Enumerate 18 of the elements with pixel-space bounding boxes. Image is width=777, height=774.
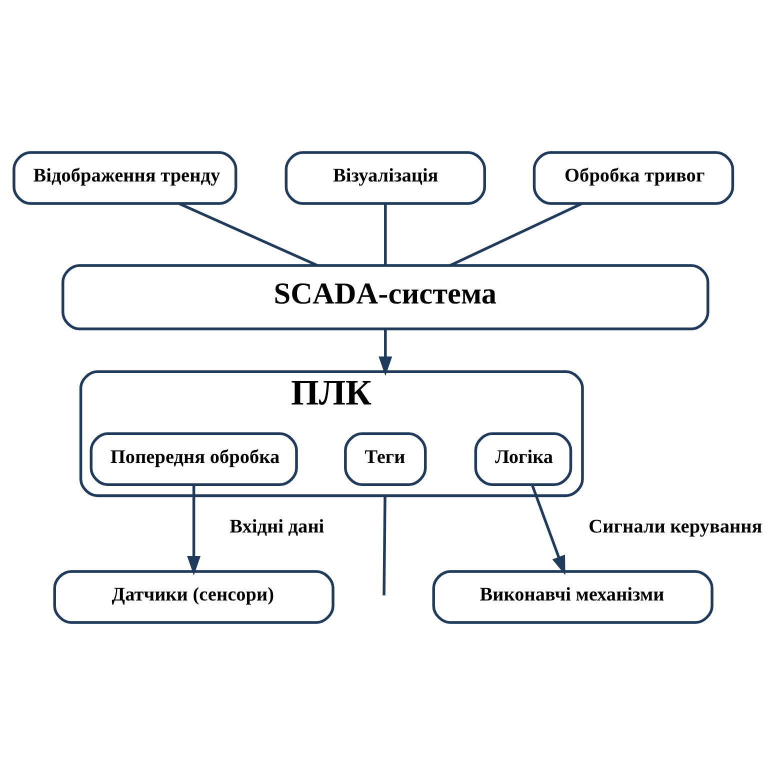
node-box: Теги bbox=[344, 432, 427, 486]
node-box: SCADA-система bbox=[62, 264, 710, 330]
connector bbox=[178, 202, 318, 266]
arrow bbox=[530, 484, 566, 575]
connector bbox=[384, 203, 387, 266]
arrow bbox=[187, 484, 201, 575]
node-box: Датчики (сенсори) bbox=[53, 570, 334, 624]
node-box: Візуалізація bbox=[284, 150, 486, 204]
node-box: Виконавчі механізми bbox=[432, 570, 714, 624]
arrow bbox=[378, 328, 392, 376]
node-box: Логіка bbox=[474, 432, 572, 486]
edge-label: Вхідні дані bbox=[230, 516, 324, 537]
edge-label: Сигнали керування bbox=[588, 516, 762, 537]
node-box: Обробка тривог bbox=[532, 150, 734, 204]
connector bbox=[382, 495, 386, 595]
node-box: Попередня обробка bbox=[90, 432, 298, 486]
connector bbox=[449, 202, 583, 266]
node-box: Відображення тренду bbox=[12, 150, 238, 204]
